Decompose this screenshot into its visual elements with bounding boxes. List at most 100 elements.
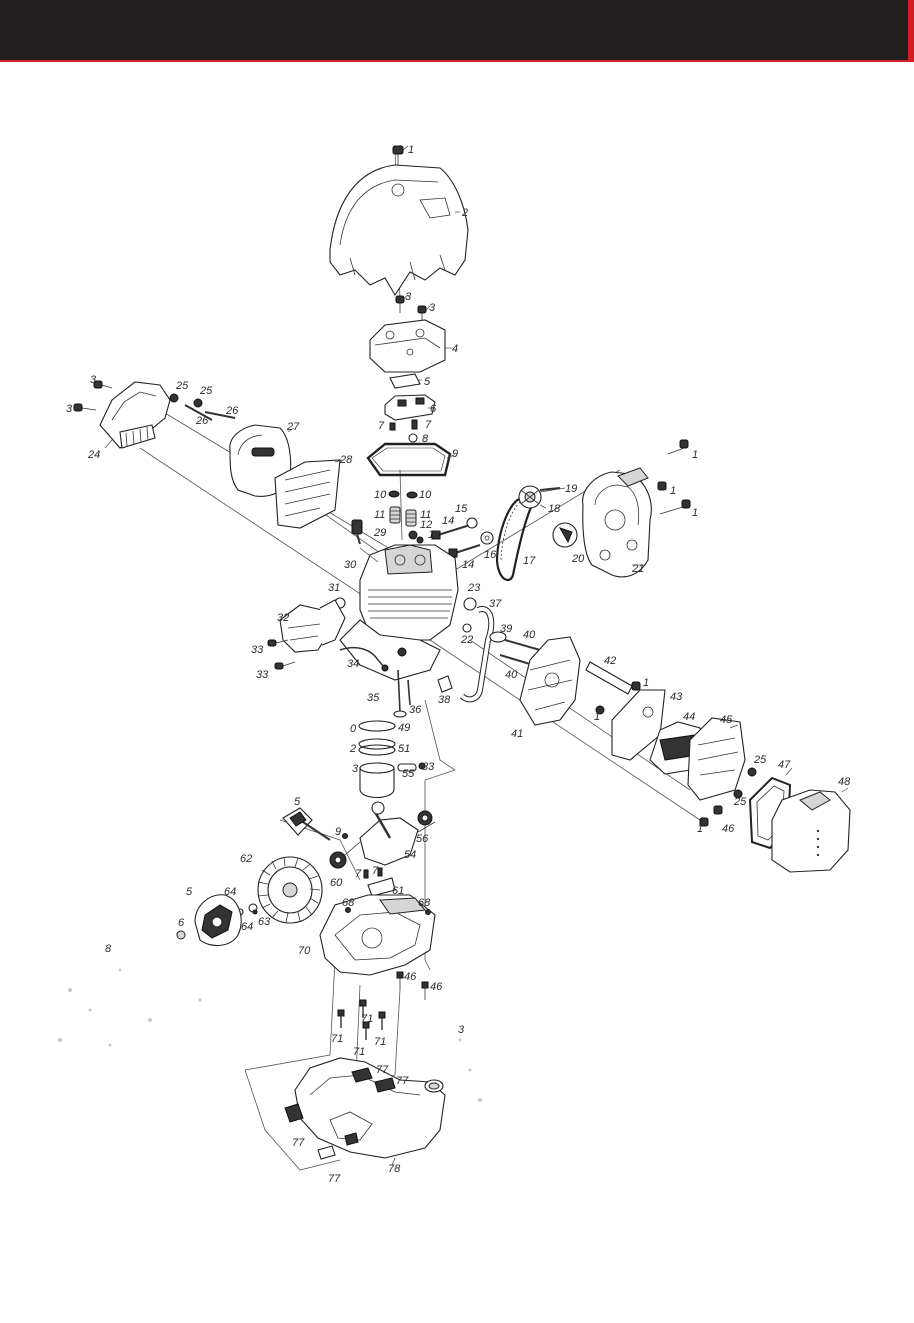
part-label: 35 (367, 692, 380, 704)
part-label: 5 (294, 796, 301, 808)
part-label: 1 (643, 677, 649, 689)
part-label: 2 (349, 743, 356, 755)
part-label: 0 (350, 723, 357, 735)
part-label: 28 (339, 454, 353, 466)
part-label: 3 (429, 302, 436, 314)
part-label: 6 (178, 917, 185, 929)
part-label: 1 (594, 711, 600, 723)
part-label: 1 (697, 823, 703, 835)
part-label: 10 (419, 489, 432, 501)
part-label: 25 (199, 385, 213, 397)
part-label: 77 (292, 1137, 305, 1149)
part-label: 3 (458, 1024, 465, 1036)
crankshaft-assembly (330, 802, 435, 896)
part-label: 1 (692, 507, 698, 519)
belt-cover (583, 440, 690, 577)
part-label: 71 (374, 1036, 386, 1048)
part-label: 55 (402, 768, 415, 780)
part-label: 17 (523, 555, 536, 567)
part-label: 25 (175, 380, 189, 392)
part-label: 34 (347, 658, 359, 670)
part-label: 51 (398, 743, 410, 755)
part-label: 40 (523, 629, 536, 641)
part-label: 23 (467, 582, 481, 594)
part-label: 33 (251, 644, 264, 656)
valve-springs (389, 491, 423, 543)
part-label: 3 (90, 374, 97, 386)
part-label: 1 (408, 144, 414, 156)
part-label: 45 (720, 714, 733, 726)
piston-assembly (359, 721, 425, 798)
part-label: 70 (298, 945, 311, 957)
part-label: 71 (331, 1033, 343, 1045)
part-label: 7 (425, 419, 432, 431)
part-label: 46 (722, 823, 735, 835)
part-label: 46 (404, 971, 417, 983)
part-label: 5 (186, 886, 193, 898)
top-cover-assembly (330, 146, 468, 295)
part-label: 39 (500, 623, 512, 635)
part-label: 46 (430, 981, 443, 993)
part-label: 64 (224, 886, 236, 898)
part-label: 16 (484, 549, 497, 561)
part-label: 6 (430, 403, 437, 415)
part-label: 68 (418, 897, 431, 909)
part-label: 9 (335, 826, 341, 838)
part-label: 63 (258, 916, 271, 928)
part-label: 42 (604, 655, 616, 667)
part-label: 2 (461, 207, 468, 219)
part-label: 1 (670, 485, 676, 497)
part-label: 7 (378, 420, 385, 432)
part-label: 7 (355, 868, 362, 880)
part-label: 10 (374, 489, 387, 501)
part-label: 20 (571, 553, 585, 565)
fuel-tank (285, 1058, 445, 1159)
part-label: 14 (462, 559, 474, 571)
part-label: 60 (330, 877, 343, 889)
part-label: 37 (489, 598, 502, 610)
part-label: 27 (286, 421, 300, 433)
part-label: 36 (409, 704, 422, 716)
part-label: 11 (374, 509, 385, 521)
part-label: 32 (277, 612, 289, 624)
part-label: 25 (753, 754, 767, 766)
part-label: 29 (373, 527, 386, 539)
cylinder-assembly (340, 520, 458, 680)
part-label: 64 (241, 921, 253, 933)
part-label: 8 (422, 433, 429, 445)
part-label: 3 (352, 763, 359, 775)
part-label: 71 (361, 1013, 373, 1025)
part-label: 9 (452, 448, 458, 460)
part-label: 13 (428, 529, 441, 541)
part-label: 7 (372, 865, 379, 877)
part-label: 8 (105, 943, 112, 955)
part-label: 71 (353, 1046, 365, 1058)
part-label: 78 (388, 1163, 401, 1175)
part-label: 43 (670, 691, 683, 703)
part-label: 54 (404, 849, 416, 861)
part-label: 4 (452, 343, 458, 355)
part-label: 22 (460, 634, 473, 646)
part-label: 49 (398, 722, 410, 734)
leader-lines (105, 146, 848, 1165)
part-label: 48 (838, 776, 851, 788)
part-label: 19 (565, 483, 577, 495)
part-label: 26 (195, 415, 209, 427)
part-label: 77 (328, 1173, 341, 1185)
part-label: 77 (396, 1075, 409, 1087)
part-label: 56 (416, 833, 429, 845)
part-label: 1 (692, 449, 698, 461)
air-filter (230, 425, 340, 528)
part-label: 30 (344, 559, 357, 571)
part-label: 38 (438, 694, 451, 706)
part-label: 3 (405, 291, 412, 303)
part-label: 47 (778, 759, 791, 771)
part-label: 61 (392, 885, 404, 897)
timing-belt (497, 498, 532, 580)
part-label: 21 (631, 563, 644, 575)
part-label: 25 (733, 796, 747, 808)
part-label: 77 (376, 1064, 389, 1076)
starter-pawl (283, 808, 330, 840)
part-label: 33 (256, 669, 269, 681)
